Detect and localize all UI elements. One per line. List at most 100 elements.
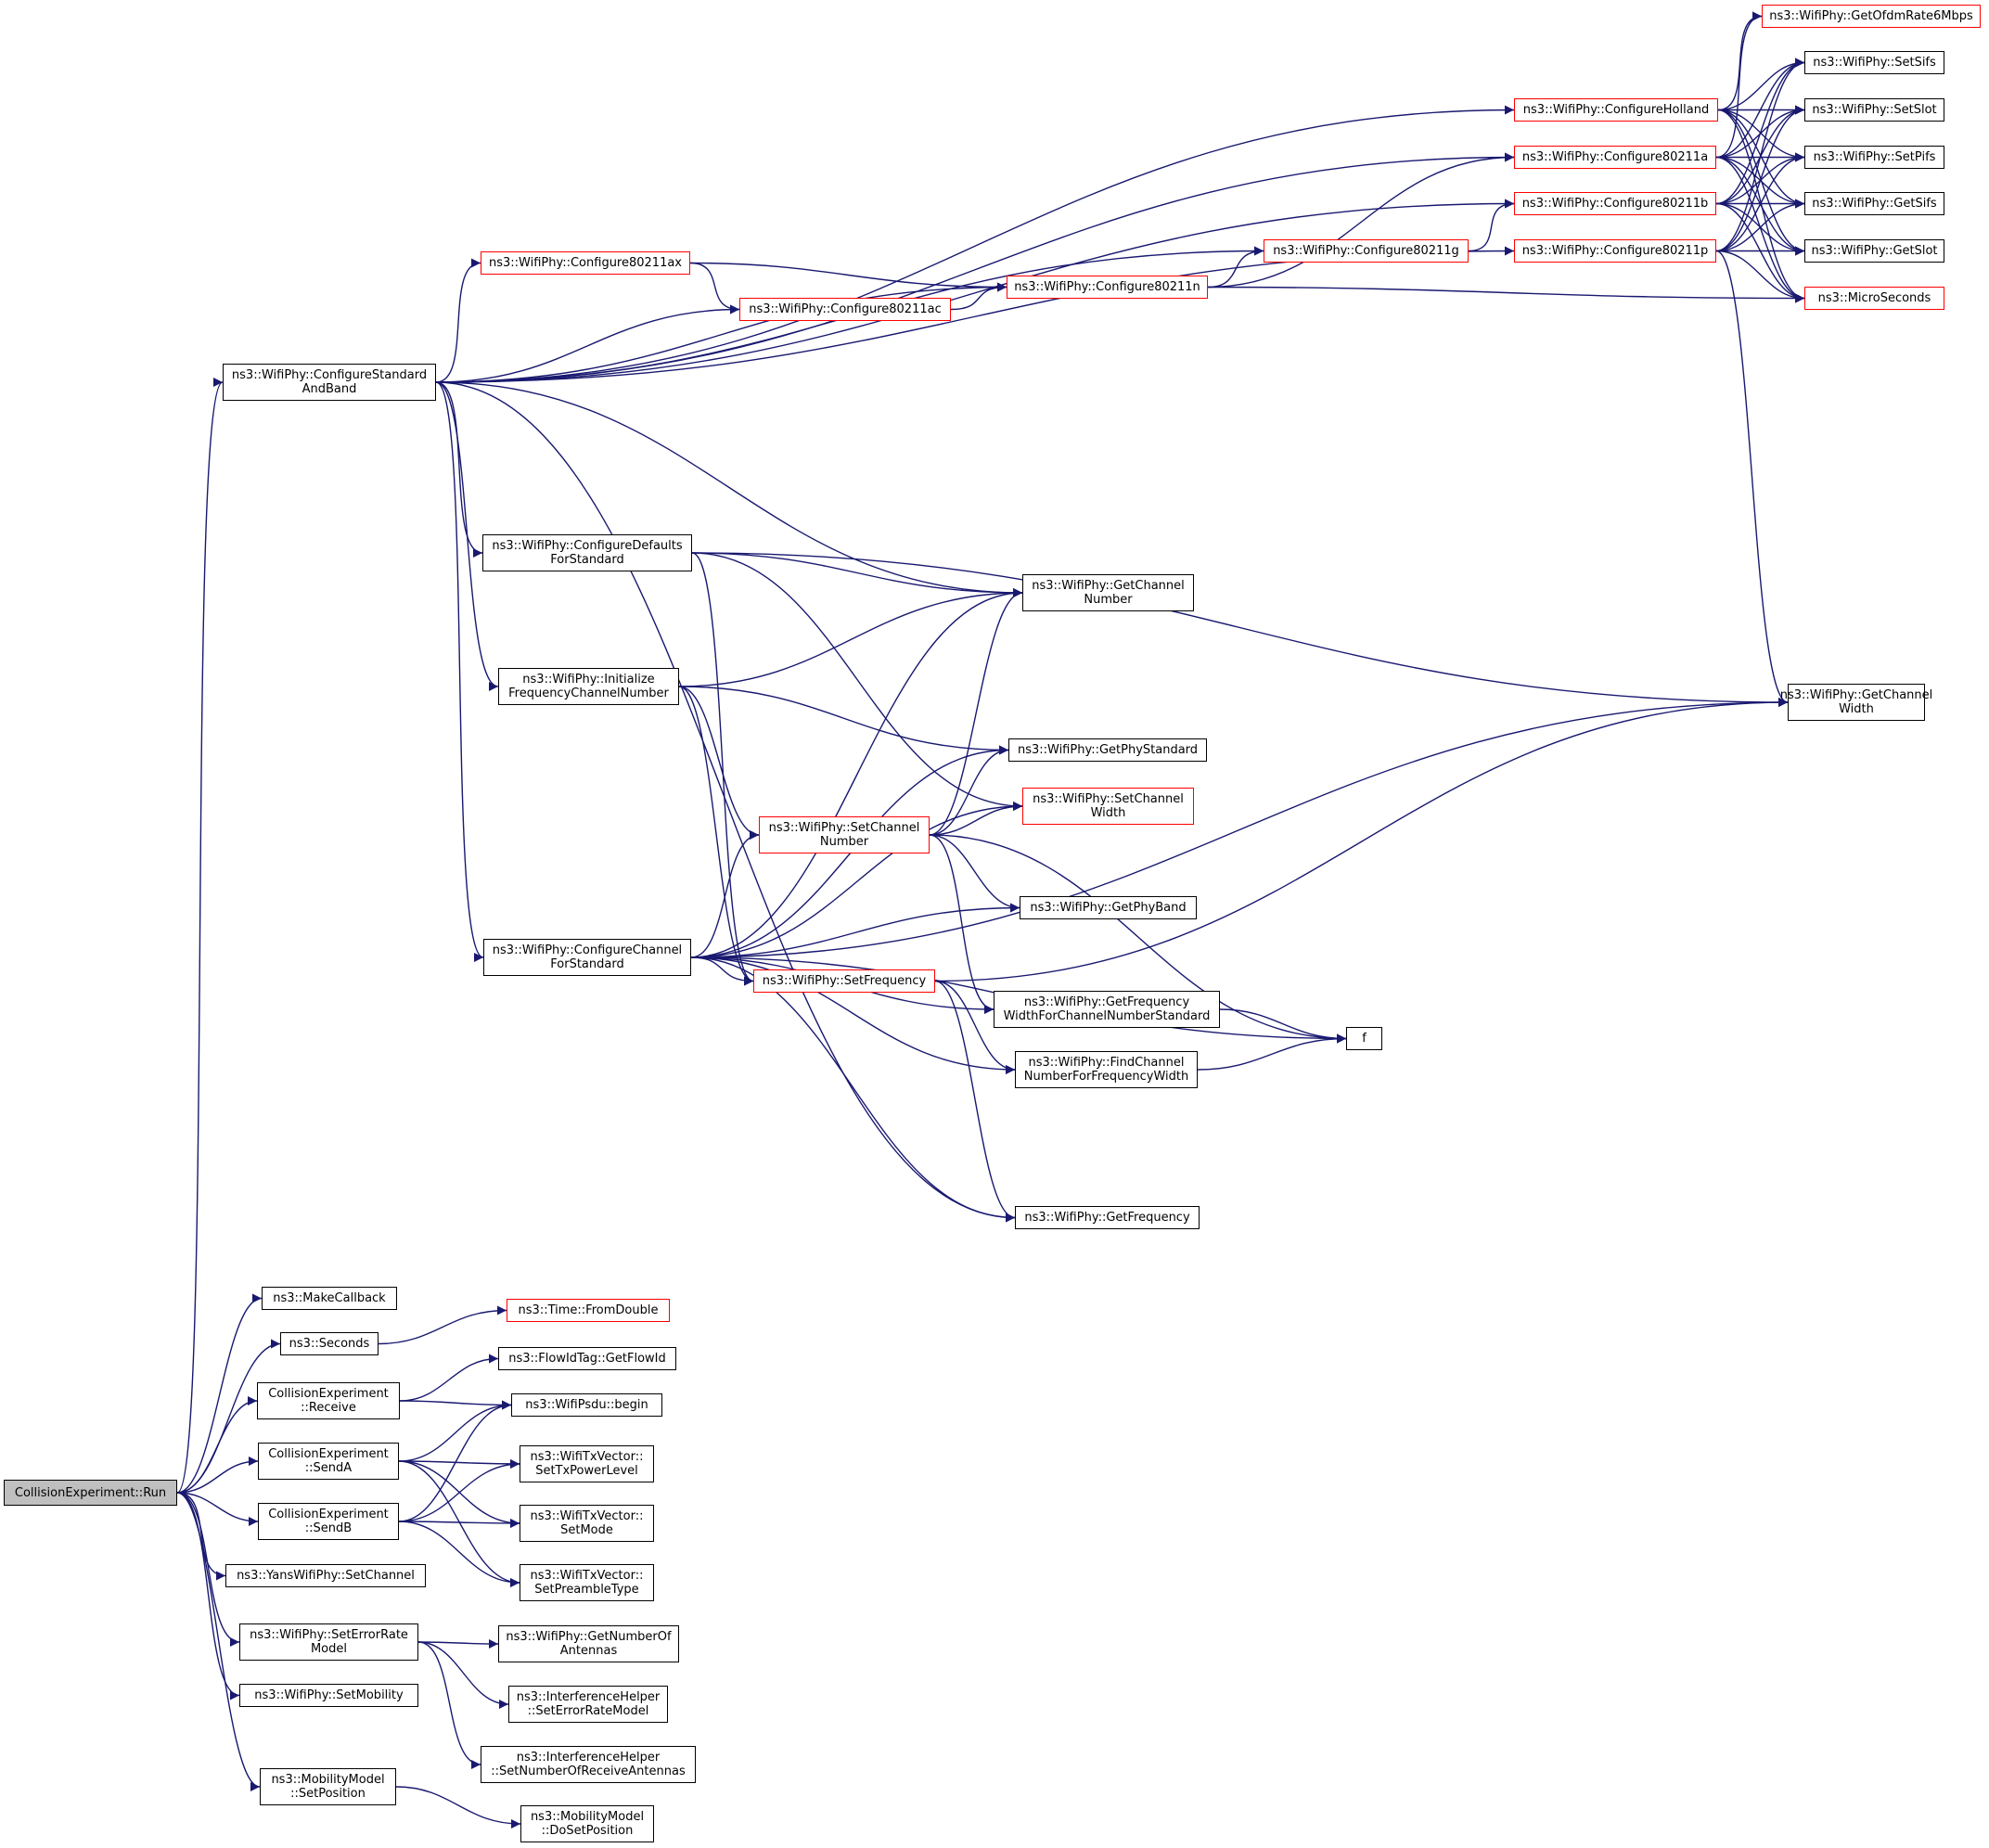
- node-gfw[interactable]: ns3::WifiPhy::GetFrequency WidthForChann…: [994, 991, 1220, 1028]
- edge-c11ac-to-c11n: [950, 282, 1007, 311]
- node-ccfs[interactable]: ns3::WifiPhy::ConfigureChannel ForStanda…: [483, 939, 691, 976]
- edge-secs-to-tfd: [378, 1305, 507, 1345]
- edge-schn-to-gchn: [929, 588, 1023, 836]
- edge-ccfs-to-gchn: [690, 588, 1023, 958]
- node-senda[interactable]: CollisionExperiment ::SendA: [258, 1443, 399, 1480]
- node-schw[interactable]: ns3::WifiPhy::SetChannel Width: [1022, 788, 1194, 825]
- node-gpb[interactable]: ns3::WifiPhy::GetPhyBand: [1020, 896, 1197, 919]
- edge-c11g-to-c11b: [1468, 199, 1515, 252]
- node-f[interactable]: f: [1346, 1027, 1382, 1050]
- edge-csab-to-cdfs: [435, 381, 483, 558]
- node-sslot[interactable]: ns3::WifiPhy::SetSlot: [1804, 98, 1944, 122]
- node-ssifs[interactable]: ns3::WifiPhy::SetSifs: [1804, 51, 1944, 74]
- node-ihsnra[interactable]: ns3::InterferenceHelper ::SetNumberOfRec…: [481, 1746, 696, 1783]
- node-gchn[interactable]: ns3::WifiPhy::GetChannel Number: [1022, 574, 1194, 611]
- node-c11b[interactable]: ns3::WifiPhy::Configure80211b: [1514, 192, 1716, 215]
- node-mmsp[interactable]: ns3::MobilityModel ::SetPosition: [260, 1768, 396, 1805]
- node-sendb[interactable]: CollisionExperiment ::SendB: [258, 1503, 399, 1540]
- edge-serm-to-gnoa: [417, 1638, 499, 1649]
- node-c11ac[interactable]: ns3::WifiPhy::Configure80211ac: [739, 298, 951, 321]
- edge-c11p-to-ssifs: [1715, 58, 1805, 252]
- node-fgid[interactable]: ns3::FlowIdTag::GetFlowId: [498, 1347, 676, 1370]
- node-gchw[interactable]: ns3::WifiPhy::GetChannel Width: [1780, 684, 1932, 721]
- node-smode[interactable]: ns3::WifiTxVector:: SetMode: [520, 1505, 654, 1542]
- node-gnoa[interactable]: ns3::WifiPhy::GetNumberOf Antennas: [498, 1625, 679, 1662]
- edge-cdfs-to-gchw: [691, 552, 1789, 707]
- node-smob[interactable]: ns3::WifiPhy::SetMobility: [239, 1684, 418, 1707]
- edge-sendb-to-smode: [398, 1518, 520, 1528]
- edge-c11ax-to-c11ac: [689, 262, 740, 314]
- edge-ccfs-to-gchw: [690, 698, 1789, 958]
- node-c11p[interactable]: ns3::WifiPhy::Configure80211p: [1514, 239, 1716, 263]
- edge-run-to-smob: [176, 1492, 240, 1700]
- node-ihserm[interactable]: ns3::InterferenceHelper ::SetErrorRateMo…: [508, 1686, 668, 1723]
- node-csab[interactable]: ns3::WifiPhy::ConfigureStandard AndBand: [223, 364, 436, 401]
- edge-ifcn-to-schn: [678, 686, 760, 840]
- edge-run-to-sendb: [176, 1492, 259, 1526]
- edge-chol-to-gofdm: [1717, 11, 1763, 111]
- edge-ccfs-to-gfrq: [690, 956, 1016, 1223]
- node-serm[interactable]: ns3::WifiPhy::SetErrorRate Model: [239, 1623, 418, 1661]
- node-gofdm[interactable]: ns3::WifiPhy::GetOfdmRate6Mbps: [1762, 5, 1981, 28]
- node-mkcb[interactable]: ns3::MakeCallback: [262, 1287, 397, 1310]
- edge-ifcn-to-gpst: [678, 686, 1009, 755]
- edge-ccfs-to-schn: [690, 830, 760, 958]
- edge-recv-to-fgid: [399, 1354, 499, 1402]
- node-yset[interactable]: ns3::YansWifiPhy::SetChannel: [225, 1564, 426, 1587]
- edge-schn-to-f: [929, 834, 1347, 1044]
- node-gslot[interactable]: ns3::WifiPhy::GetSlot: [1804, 239, 1944, 263]
- node-psdu[interactable]: ns3::WifiPsdu::begin: [511, 1393, 662, 1417]
- node-c11ax[interactable]: ns3::WifiPhy::Configure80211ax: [481, 251, 690, 275]
- edge-csab-to-chol: [435, 105, 1515, 383]
- edge-ifcn-to-sfrq: [678, 686, 754, 986]
- edge-schn-to-gpb: [929, 834, 1020, 913]
- edge-csab-to-c11n: [435, 282, 1007, 383]
- edge-gfw-to-f: [1219, 1008, 1347, 1044]
- node-mmdsp[interactable]: ns3::MobilityModel ::DoSetPosition: [520, 1805, 654, 1842]
- node-c11a[interactable]: ns3::WifiPhy::Configure80211a: [1514, 146, 1716, 169]
- node-gpst[interactable]: ns3::WifiPhy::GetPhyStandard: [1008, 738, 1207, 762]
- edge-sfrq-to-gchw: [934, 698, 1789, 982]
- node-tfd[interactable]: ns3::Time::FromDouble: [507, 1299, 670, 1322]
- edge-sfrq-to-gfrq: [934, 980, 1016, 1223]
- node-sfrq[interactable]: ns3::WifiPhy::SetFrequency: [753, 969, 935, 993]
- edge-cdfs-to-schw: [691, 552, 1023, 811]
- edge-run-to-senda: [176, 1457, 259, 1494]
- node-spt[interactable]: ns3::WifiTxVector:: SetPreambleType: [520, 1564, 654, 1601]
- node-c11n[interactable]: ns3::WifiPhy::Configure80211n: [1007, 276, 1208, 299]
- edge-serm-to-ihsnra: [417, 1641, 481, 1769]
- node-fcn[interactable]: ns3::WifiPhy::FindChannel NumberForFrequ…: [1015, 1051, 1198, 1088]
- node-gsifs[interactable]: ns3::WifiPhy::GetSifs: [1804, 192, 1944, 215]
- edge-recv-to-psdu: [399, 1400, 512, 1410]
- node-gfrq[interactable]: ns3::WifiPhy::GetFrequency: [1015, 1206, 1200, 1229]
- edge-c11p-to-musec: [1715, 250, 1805, 303]
- node-run[interactable]: CollisionExperiment::Run: [4, 1480, 177, 1506]
- edge-csab-to-c11ax: [435, 258, 481, 383]
- node-chol[interactable]: ns3::WifiPhy::ConfigureHolland: [1514, 98, 1718, 122]
- node-cdfs[interactable]: ns3::WifiPhy::ConfigureDefaults ForStand…: [482, 534, 692, 571]
- edge-cdfs-to-gchn: [691, 552, 1023, 597]
- node-schn[interactable]: ns3::WifiPhy::SetChannel Number: [759, 816, 930, 853]
- node-spifs[interactable]: ns3::WifiPhy::SetPifs: [1804, 146, 1944, 169]
- edge-ccfs-to-schw: [690, 802, 1023, 958]
- edge-csab-to-c11ac: [435, 304, 740, 383]
- node-recv[interactable]: CollisionExperiment ::Receive: [257, 1382, 400, 1419]
- node-ifcn[interactable]: ns3::WifiPhy::Initialize FrequencyChanne…: [498, 668, 679, 705]
- node-musec[interactable]: ns3::MicroSeconds: [1804, 287, 1944, 310]
- node-stpl[interactable]: ns3::WifiTxVector:: SetTxPowerLevel: [520, 1445, 654, 1482]
- edge-ccfs-to-gpst: [690, 745, 1009, 958]
- edge-senda-to-stpl: [398, 1458, 520, 1469]
- edge-chol-to-ssifs: [1717, 58, 1805, 111]
- node-c11g[interactable]: ns3::WifiPhy::Configure80211g: [1264, 239, 1469, 263]
- edge-csab-to-ifcn: [435, 381, 499, 691]
- edge-ccfs-to-fcn: [690, 956, 1016, 1074]
- node-secs[interactable]: ns3::Seconds: [280, 1332, 379, 1355]
- edge-run-to-yset: [176, 1492, 226, 1581]
- edge-senda-to-psdu: [398, 1400, 512, 1462]
- edge-c11p-to-sslot: [1715, 105, 1805, 252]
- edge-run-to-serm: [176, 1492, 240, 1647]
- edge-c11ax-to-c11n: [689, 262, 1007, 292]
- edge-c11p-to-spifs: [1715, 152, 1805, 252]
- edge-csab-to-ccfs: [435, 381, 484, 962]
